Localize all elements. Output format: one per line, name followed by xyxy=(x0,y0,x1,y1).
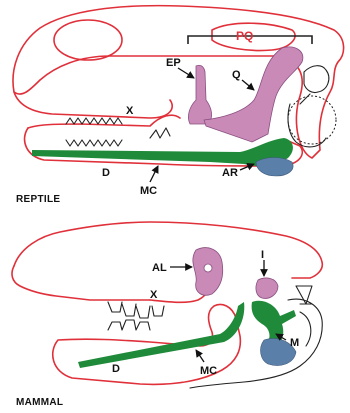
pq-label: PQ xyxy=(236,29,253,43)
reptile-skull-outline xyxy=(13,6,344,158)
mammal-upper-teeth xyxy=(108,302,164,318)
reptile-mc-arrow xyxy=(150,166,158,182)
reptile-mc-label: MC xyxy=(140,185,157,197)
reptile-temporal-fenestra xyxy=(212,23,295,50)
reptile-lower-teeth xyxy=(66,140,122,146)
incus-bone xyxy=(256,278,278,298)
mammal-bulla-inner xyxy=(300,312,311,346)
mammal-skull-outline xyxy=(14,222,322,278)
mammal-caption: MAMMAL xyxy=(16,397,63,408)
mammal-mc-label: MC xyxy=(200,365,217,377)
epipterygoid-cartilage xyxy=(188,65,211,124)
reptile-upper-jaw xyxy=(14,92,172,118)
mammal-d-label: D xyxy=(112,363,120,375)
reptile-columella xyxy=(300,66,329,104)
reptile-d-label: D xyxy=(102,167,110,179)
articular-bone xyxy=(256,158,293,177)
mammal-stapes xyxy=(296,286,312,304)
alisphenoid-foramen xyxy=(204,264,212,272)
reptile-jaw-break xyxy=(150,128,170,138)
ep-arrow xyxy=(178,68,194,78)
reptile-otic-capsule xyxy=(288,96,336,144)
i-label: I xyxy=(261,249,264,261)
reptile-caption: REPTILE xyxy=(16,194,60,205)
ep-label: EP xyxy=(166,57,181,69)
mammal-x-label: X xyxy=(150,289,158,301)
ar-arrow xyxy=(240,164,254,170)
mammal-lower-teeth xyxy=(108,320,150,330)
m-label: M xyxy=(290,337,299,349)
reptile-x-label: X xyxy=(126,105,134,117)
q-arrow xyxy=(242,80,254,90)
reptile-panel: PQ EP Q X D MC AR REPTILE xyxy=(13,6,344,205)
reptile-meckel-cartilage xyxy=(32,138,293,166)
mammal-meckel-cartilage xyxy=(78,302,244,368)
reptile-orbit xyxy=(54,20,122,60)
reptile-upper-teeth xyxy=(66,118,122,124)
ar-label: AR xyxy=(222,167,238,179)
mammal-mc-arrow xyxy=(196,350,204,362)
quadrate-cartilage xyxy=(204,47,303,142)
q-label: Q xyxy=(232,69,241,81)
mammal-panel: AL I X M D MC MAMMAL xyxy=(12,222,322,408)
al-label: AL xyxy=(152,262,167,274)
mammal-snout xyxy=(12,266,150,300)
